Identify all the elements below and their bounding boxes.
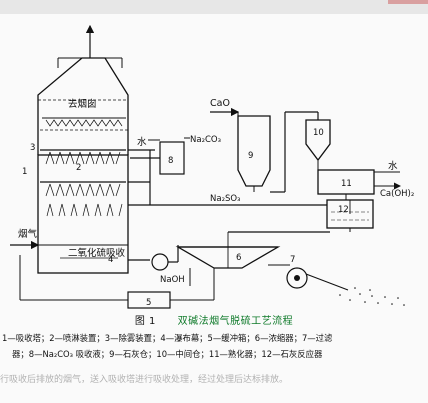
figure-title: 双碱法烟气脱硫工艺流程: [177, 316, 294, 327]
naoh-label: NaOH: [160, 275, 185, 285]
figure-caption: 图 1 双碱法烟气脱硫工艺流程: [0, 312, 428, 327]
water-label-1: 水: [137, 136, 147, 148]
cut-off-body-text: 行吸收后排放的烟气，送入吸收塔进行吸收处理，经过处理后达标排放。: [0, 375, 289, 385]
lime-silo: [210, 107, 271, 192]
number-12: 12: [338, 205, 349, 215]
waterfall-curtain: [38, 244, 128, 259]
top-bar: [0, 0, 428, 14]
number-8: 8: [168, 156, 173, 166]
cao-label: CaO: [210, 98, 230, 109]
number-5: 5: [146, 298, 151, 308]
chimney-outlet: 去烟囱: [68, 24, 97, 110]
lime-reactor: [326, 199, 374, 232]
legend-line-1: 1—吸收塔；2—喷淋装置；3—除雾装置；4—瀑布幕；5—缓冲箱；6—浓缩器；7—…: [2, 333, 333, 343]
flue-gas-label: 烟气: [18, 228, 38, 240]
number-4: 4: [108, 255, 113, 265]
demister: [42, 117, 126, 127]
number-11: 11: [341, 179, 352, 189]
so2-absorb-label: 二氧化硫吸收: [68, 247, 126, 259]
buffer-tank: [19, 255, 215, 309]
na2co3-tank: [130, 137, 190, 175]
number-2: 2: [76, 163, 81, 173]
tower-outlet-line: [128, 245, 179, 271]
number-7: 7: [290, 255, 295, 265]
chimney-label: 去烟囱: [68, 98, 97, 110]
concentrator: [175, 231, 330, 269]
flue-gas-inlet: 烟气: [10, 228, 40, 250]
figure-number: 图 1: [134, 316, 156, 327]
spray-feed-lines: [128, 149, 327, 206]
number-1: 1: [22, 167, 27, 177]
water-label-2: 水: [388, 160, 398, 172]
intermediate-bin: [305, 119, 331, 170]
na2co3-label: Na₂CO₃: [190, 135, 221, 145]
number-10: 10: [313, 128, 324, 138]
absorption-tower: [37, 57, 129, 274]
spray-devices: [40, 149, 126, 217]
process-flow-diagram: 去烟囱 烟气: [10, 24, 414, 309]
na2so3-label: Na₂SO₃: [210, 194, 240, 204]
silo-to-bin-line: [270, 111, 319, 193]
slaker: [317, 169, 401, 200]
number-9: 9: [248, 151, 253, 161]
filter: [268, 264, 405, 306]
legend-line-2: 器；8—Na₂CO₃ 吸收液；9—石灰仓；10—中间仓；11—熟化器；12—石灰…: [12, 349, 323, 359]
number-6: 6: [236, 253, 241, 263]
top-bar-accent: [388, 0, 428, 4]
number-3: 3: [30, 143, 35, 153]
caoh2-label: Ca(OH)₂: [380, 189, 414, 199]
